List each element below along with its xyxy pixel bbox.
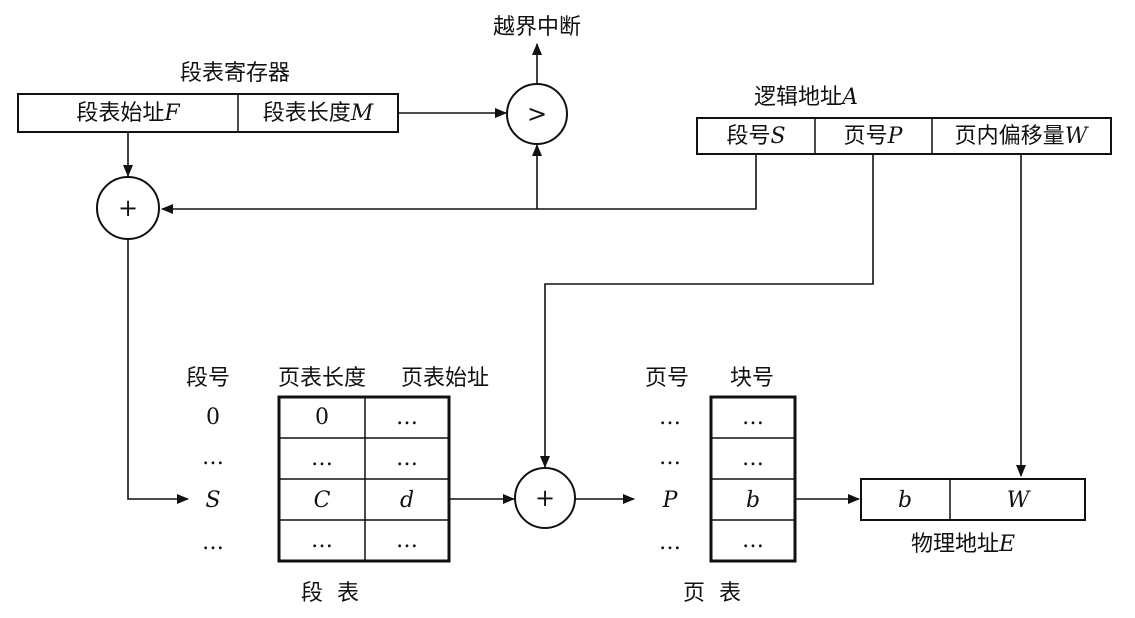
compare-symbol: > bbox=[527, 100, 547, 128]
physical-address-title: 物理地址E bbox=[911, 532, 1015, 557]
segment-table-cell: 0 bbox=[315, 405, 329, 430]
page-number-var: P bbox=[887, 124, 904, 149]
segment-table-header-length: 页表长度 bbox=[278, 366, 366, 391]
segment-table-length-field: 段表长度M bbox=[263, 101, 374, 126]
page-number-field: 页号P bbox=[844, 124, 904, 149]
segment-table-start-field: 段表始址F bbox=[76, 101, 180, 126]
page-offset-label: 页内偏移量 bbox=[955, 124, 1065, 149]
page-table: 页号 块号 … … P … … … b … 页 表 bbox=[645, 366, 797, 606]
segment-row-label: 0 bbox=[206, 405, 220, 430]
comparator: > bbox=[506, 83, 568, 145]
segment-register: 段表始址F 段表长度M bbox=[17, 93, 399, 133]
page-adder-symbol: + bbox=[535, 484, 555, 512]
segment-number-var: S bbox=[770, 124, 785, 149]
logical-address-box bbox=[696, 117, 1112, 155]
segment-row-label: … bbox=[202, 530, 224, 555]
page-number-label: 页号 bbox=[844, 124, 888, 149]
page-table-header-block: 块号 bbox=[730, 366, 774, 391]
segment-table-cell: … bbox=[311, 446, 333, 471]
physical-offset: W bbox=[1007, 488, 1032, 513]
physical-block: b bbox=[898, 488, 912, 513]
logical-address-title-label: 逻辑地址 bbox=[754, 85, 842, 110]
segment-number-label: 段号 bbox=[726, 124, 770, 149]
segment-adder: + bbox=[96, 176, 160, 240]
segment-table: 段号 页表长度 页表始址 0 … S … 0 … … … C d … … 段 表 bbox=[186, 366, 489, 606]
segment-register-title: 段表寄存器 bbox=[180, 61, 290, 86]
physical-address-box bbox=[860, 478, 1086, 521]
page-table-header-pageno: 页号 bbox=[645, 366, 689, 391]
segment-table-cell: … bbox=[396, 528, 418, 553]
overflow-interrupt-label: 越界中断 bbox=[493, 15, 581, 40]
connectors bbox=[123, 43, 1026, 504]
segment-table-cell: C bbox=[314, 488, 331, 513]
page-table-cell: … bbox=[742, 405, 764, 430]
page-adder-circle bbox=[514, 467, 576, 529]
segment-adder-circle bbox=[96, 176, 160, 240]
segment-table-header-segno: 段号 bbox=[186, 366, 230, 391]
comparator-circle bbox=[506, 83, 568, 145]
logical-address-title: 逻辑地址A bbox=[754, 85, 858, 110]
arrow-pageno-to-adder bbox=[540, 154, 874, 468]
physical-address-title-var: E bbox=[998, 532, 1015, 557]
page-table-caption: 页 表 bbox=[683, 581, 741, 606]
segment-table-caption: 段 表 bbox=[301, 581, 359, 606]
logical-address: 段号S 页号P 页内偏移量W bbox=[696, 117, 1112, 155]
segment-adder-symbol: + bbox=[118, 194, 138, 222]
arrow-adder-to-segment-row bbox=[127, 240, 189, 504]
segment-table-header-start: 页表始址 bbox=[401, 366, 489, 391]
segment-table-cell: … bbox=[396, 405, 418, 430]
page-row-label: … bbox=[659, 405, 681, 430]
segment-table-length-label: 段表长度 bbox=[263, 101, 351, 126]
page-adder: + bbox=[514, 467, 576, 529]
page-table-cell: … bbox=[742, 528, 764, 553]
physical-address-title-label: 物理地址 bbox=[911, 532, 999, 557]
page-offset-field: 页内偏移量W bbox=[955, 124, 1090, 149]
page-row-label: … bbox=[659, 445, 681, 470]
segment-table-cell: … bbox=[311, 528, 333, 553]
page-row-label: P bbox=[662, 488, 679, 513]
segment-table-start-var: F bbox=[163, 101, 180, 126]
arrow-segno-to-adder bbox=[161, 154, 757, 214]
segment-table-length-var: M bbox=[350, 101, 374, 126]
physical-address: b W 物理地址E bbox=[860, 478, 1086, 557]
logical-address-title-var: A bbox=[840, 85, 858, 110]
segment-number-field: 段号S bbox=[726, 124, 785, 149]
page-table-cell: b bbox=[746, 488, 760, 513]
segment-row-label: S bbox=[205, 488, 220, 513]
page-row-label: … bbox=[659, 530, 681, 555]
segment-table-start-label: 段表始址 bbox=[76, 101, 164, 126]
page-offset-var: W bbox=[1065, 124, 1090, 149]
segment-table-cell: d bbox=[400, 488, 414, 513]
segment-row-label: … bbox=[202, 445, 224, 470]
segment-table-cell: … bbox=[396, 446, 418, 471]
page-table-cell: … bbox=[742, 446, 764, 471]
